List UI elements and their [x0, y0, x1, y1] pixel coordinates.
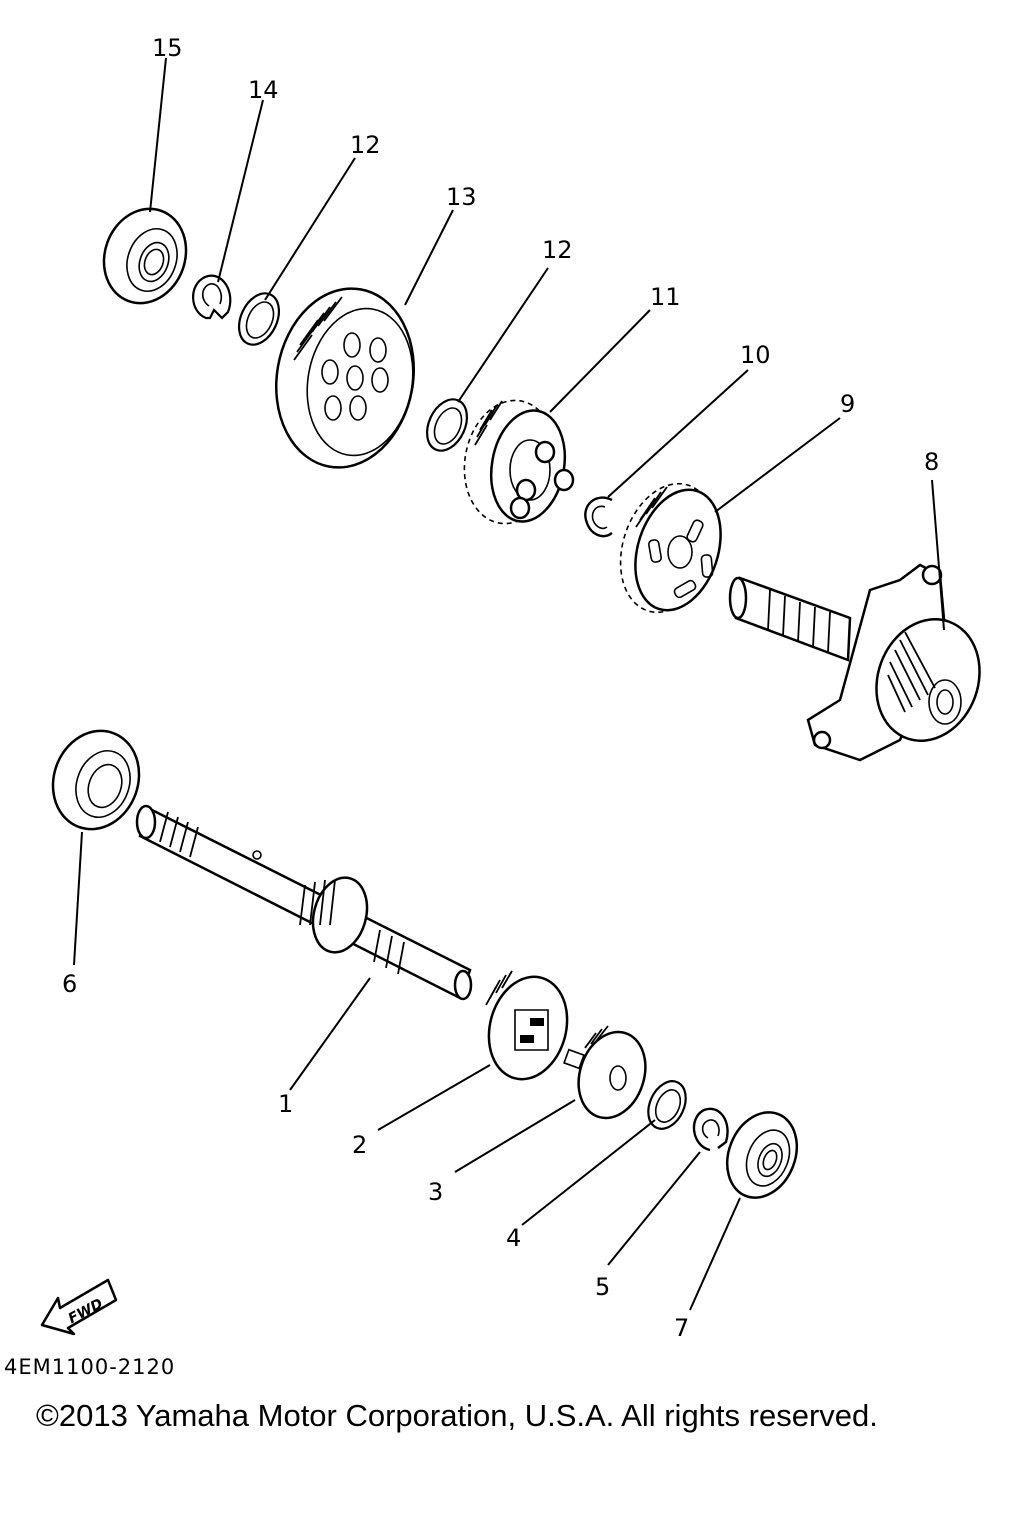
- part-12-washer-middle[interactable]: [419, 393, 474, 457]
- part-10-circlip[interactable]: [584, 496, 613, 538]
- label-14: 14: [248, 76, 279, 104]
- part-11-gear-hub[interactable]: [455, 393, 575, 531]
- label-2: 2: [352, 1131, 367, 1159]
- label-4: 4: [506, 1224, 521, 1252]
- part-3-gear[interactable]: [563, 1023, 656, 1126]
- part-8-drive-axle[interactable]: [728, 563, 996, 762]
- label-12-upper: 12: [350, 131, 381, 159]
- label-12-middle: 12: [542, 236, 573, 264]
- part-15-bearing[interactable]: [91, 197, 199, 315]
- part-1-main-shaft[interactable]: [135, 804, 473, 1001]
- label-1: 1: [278, 1090, 293, 1118]
- part-4-washer[interactable]: [641, 1075, 693, 1135]
- part-7-bearing[interactable]: [715, 1102, 809, 1208]
- fwd-arrow-icon: FWD: [40, 1278, 118, 1336]
- diagram-code: 4EM1100-2120: [4, 1355, 176, 1379]
- label-13: 13: [446, 183, 477, 211]
- label-8: 8: [924, 448, 939, 476]
- part-labels: 15 14 12 13 12 11 10 9 8 6 1 2 3 4 5 7: [62, 34, 939, 1342]
- copyright-notice: ©2013 Yamaha Motor Corporation, U.S.A. A…: [36, 1398, 878, 1433]
- part-14-circlip[interactable]: [192, 274, 232, 320]
- label-7: 7: [674, 1314, 689, 1342]
- label-5: 5: [595, 1273, 610, 1301]
- part-2-gear[interactable]: [478, 968, 578, 1088]
- label-15: 15: [152, 34, 183, 62]
- label-10: 10: [740, 341, 771, 369]
- part-5-circlip[interactable]: [692, 1107, 729, 1152]
- label-11: 11: [650, 283, 681, 311]
- part-6-bearing[interactable]: [39, 719, 152, 842]
- part-9-gear[interactable]: [605, 471, 735, 624]
- label-3: 3: [428, 1178, 443, 1206]
- part-12-washer-upper[interactable]: [231, 287, 286, 351]
- part-13-gear[interactable]: [262, 278, 427, 479]
- label-9: 9: [840, 390, 855, 418]
- leader-lines: [73, 57, 945, 1311]
- label-6: 6: [62, 970, 77, 998]
